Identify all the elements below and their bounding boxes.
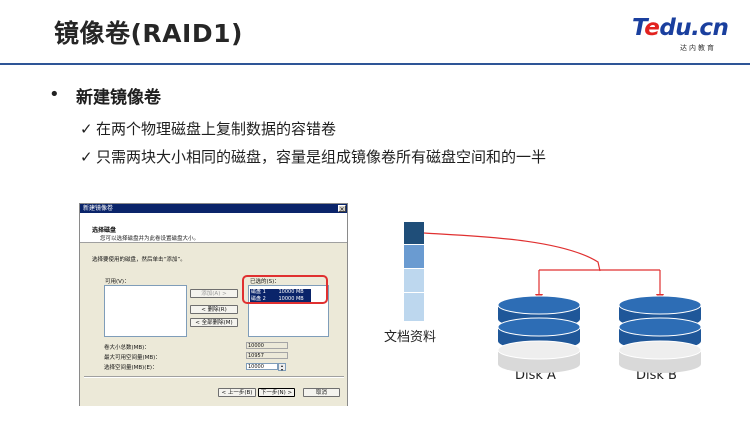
new-mirrored-volume-dialog: 新建镜像卷 × 选择磁盘 您可以选择磁盘并为此卷设置磁盘大小。 选择要使用的磁盘… <box>79 203 348 406</box>
logo-subtitle: 达内教育 <box>680 44 716 52</box>
close-icon[interactable]: × <box>338 205 346 213</box>
disk-b-icon-layer-top <box>618 340 702 360</box>
select-space-label: 选择空间量(MB)(E)： <box>104 365 158 371</box>
disk-b-icon-layer <box>619 350 701 364</box>
arrow-head-icon <box>535 294 543 301</box>
disk-b-icon-layer-bottom <box>619 332 701 350</box>
mirror-arrow-branches <box>538 270 661 300</box>
page-title: 镜像卷(RAID1) <box>54 19 243 48</box>
dialog-header: 选择磁盘 您可以选择磁盘并为此卷设置磁盘大小。 <box>80 213 347 243</box>
disk-a-icon-layer-top <box>497 317 581 337</box>
bullet-dot: • <box>49 84 60 105</box>
point-1: ✓在两个物理磁盘上复制数据的容错卷 <box>80 120 337 138</box>
document-block-icon <box>404 222 424 321</box>
spinner-arrows-icon[interactable]: ▴▾ <box>278 363 286 372</box>
disk-a-icon-layer-top <box>497 340 581 360</box>
bullet-heading: 新建镜像卷 <box>76 88 161 108</box>
total-size-field: 10000 <box>246 342 288 349</box>
dialog-subheading: 您可以选择磁盘并为此卷设置磁盘大小。 <box>100 236 200 242</box>
disk-a-icon-layer <box>498 305 580 319</box>
next-button[interactable]: 下一步(N) > <box>258 388 295 397</box>
disk-a-icon-layer-top <box>497 295 581 315</box>
logo-wordmark: Tedu.cn <box>632 15 729 41</box>
disk-a-icon-layer-bottom <box>498 332 580 350</box>
document-label: 文档资料 <box>384 330 437 345</box>
dialog-heading: 选择磁盘 <box>92 227 117 234</box>
dialog-body: 选择要使用的磁盘，然后单击“添加”。 可用(V)： 已选的(S)： 磁盘 1 1… <box>80 243 347 406</box>
remove-all-button[interactable]: < 全部删除(M) <box>190 318 238 327</box>
available-label: 可用(V)： <box>105 279 130 285</box>
dialog-title: 新建镜像卷 <box>83 205 114 212</box>
dialog-separator <box>84 376 344 378</box>
max-space-field: 10957 <box>246 352 288 359</box>
dialog-titlebar: 新建镜像卷 × <box>80 204 347 213</box>
mirror-arrow-curve <box>423 232 601 272</box>
disk-b-icon-layer-top <box>618 317 702 337</box>
selected-disks-list[interactable]: 磁盘 1 10000 MB 磁盘 2 10000 MB <box>248 285 329 337</box>
document-block-segment <box>404 268 424 293</box>
cancel-button[interactable]: 取消 <box>303 388 340 397</box>
disk-b-icon-layer-bottom <box>619 310 701 328</box>
selected-disk-item[interactable]: 磁盘 1 10000 MB <box>250 289 311 296</box>
document-block-segment <box>404 222 424 244</box>
disk-b-icon-layer <box>619 327 701 341</box>
point-2: ✓只需两块大小相同的磁盘，容量是组成镜像卷所有磁盘空间和的一半 <box>80 148 547 166</box>
instruction-text: 选择要使用的磁盘，然后单击“添加”。 <box>92 257 186 263</box>
disk-a-label: Disk A <box>515 368 556 383</box>
total-size-label: 卷大小总数(MB)： <box>104 345 150 351</box>
check-icon: ✓ <box>80 148 93 166</box>
disk-a-icon-layer <box>498 327 580 341</box>
tedu-logo: Tedu.cn 达内教育 <box>632 15 732 52</box>
back-button[interactable]: < 上一步(B) <box>218 388 256 397</box>
disk-a-icon-layer <box>498 350 580 364</box>
available-disks-list[interactable] <box>104 285 187 337</box>
arrow-head-icon <box>656 294 664 301</box>
document-block-segment <box>404 292 424 321</box>
selected-disk-item[interactable]: 磁盘 2 10000 MB <box>250 296 311 303</box>
check-icon: ✓ <box>80 120 93 138</box>
document-block-segment <box>404 244 424 269</box>
disk-b-icon-layer <box>619 305 701 319</box>
select-space-input[interactable]: 10000 <box>246 363 278 370</box>
add-button[interactable]: 添加(A) > <box>190 289 238 298</box>
disk-a-icon-layer-bottom <box>498 310 580 328</box>
disk-b-icon-layer-top <box>618 295 702 315</box>
disk-b-label: Disk B <box>636 368 677 383</box>
selected-label: 已选的(S)： <box>250 279 280 285</box>
selected-disks-highlight <box>242 275 328 304</box>
max-space-label: 最大可用空间量(MB)： <box>104 355 161 361</box>
header-divider <box>0 63 750 65</box>
remove-button[interactable]: < 删除(R) <box>190 305 238 314</box>
